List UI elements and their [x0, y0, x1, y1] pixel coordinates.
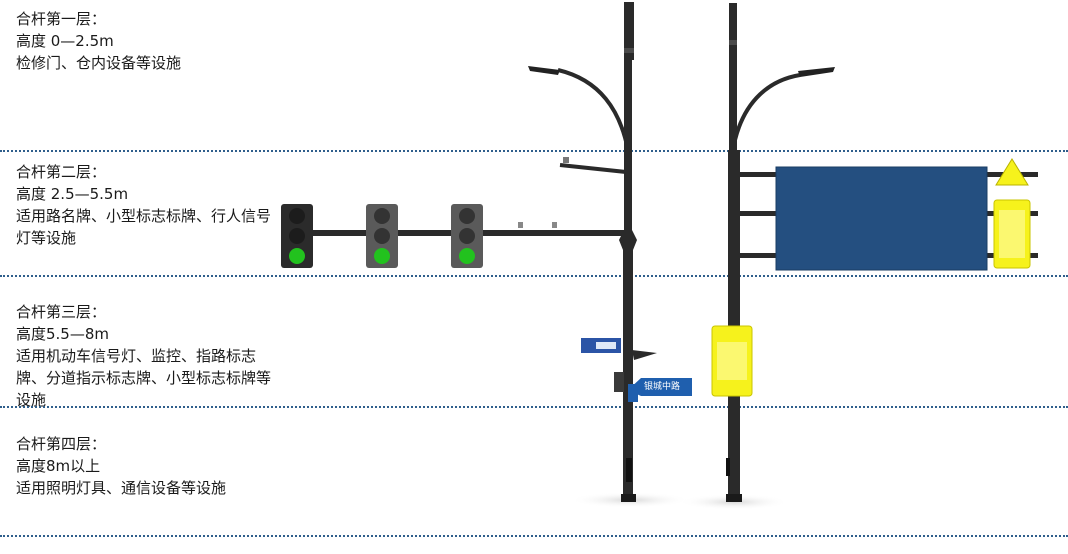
layer-3-title: 合杆第二层：: [16, 163, 107, 181]
pedestrian-signal: [614, 372, 624, 392]
warning-triangle-sign: [995, 158, 1029, 186]
layer-3-text: 合杆第二层： 高度 2.5—5.5m 适用路名牌、小型标志标牌、行人信号灯等设施: [16, 161, 271, 249]
layer-3-desc: 适用路名牌、小型标志标牌、行人信号灯等设施: [16, 207, 272, 247]
layer-1-desc: 适用照明灯具、通信设备等设施: [16, 479, 227, 497]
layer-4-text: 合杆第一层： 高度 0—2.5m 检修门、仓内设备等设施: [16, 8, 271, 74]
right-pole-base: [726, 494, 742, 502]
layer-4-desc: 检修门、仓内设备等设施: [16, 54, 182, 72]
layer-2-desc: 适用机动车信号灯、监控、指路标志牌、分道指示标志牌、小型标志标牌等设施: [16, 347, 272, 409]
right-pole-joint: [729, 40, 737, 45]
right-lamp-head: [798, 67, 835, 77]
right-lamp-arm: [733, 73, 801, 141]
small-blue-sign-text-area: [596, 342, 616, 349]
traffic-signal-2: [366, 204, 398, 268]
left-sensor-2: [552, 222, 557, 228]
left-pole-base: [621, 494, 636, 502]
street-name-text: 银城中路: [644, 380, 680, 392]
left-small-arm: [559, 163, 627, 174]
right-pole-shaft: [728, 3, 740, 500]
left-sensor-1: [518, 222, 523, 228]
left-lamp-head: [528, 66, 560, 75]
street-name-sign: 银城中路: [628, 378, 692, 402]
left-pole-joint: [624, 48, 634, 53]
layer-2-title: 合杆第三层：: [16, 303, 107, 321]
guide-sign-board: [775, 166, 988, 271]
arm-yellow-box-panel: [999, 210, 1025, 258]
left-access-door: [626, 458, 632, 482]
left-pole-shaft: [619, 2, 637, 500]
layer-3-height: 高度 2.5—5.5m: [16, 185, 129, 203]
right-pole: [679, 3, 1038, 510]
left-pole: 银城中路: [281, 2, 692, 508]
layer-1-height: 高度8m以上: [16, 457, 101, 475]
layer-2-height: 高度5.5—8m: [16, 325, 110, 343]
pedestrian-signal-bracket: [632, 350, 657, 360]
left-camera-icon: [563, 157, 569, 163]
divider-layer-3-4: [0, 150, 1068, 152]
layer-4-height: 高度 0—2.5m: [16, 32, 114, 50]
layer-4-title: 合杆第一层：: [16, 10, 107, 28]
layer-1-text: 合杆第四层： 高度8m以上 适用照明灯具、通信设备等设施: [16, 433, 271, 499]
pole-yellow-box-panel: [717, 342, 747, 380]
traffic-signal-1: [281, 204, 313, 268]
divider-ground: [0, 535, 1068, 537]
divider-layer-2-3: [0, 275, 1068, 277]
divider-layer-1-2: [0, 406, 1068, 408]
layer-2-text: 合杆第三层： 高度5.5—8m 适用机动车信号灯、监控、指路标志牌、分道指示标志…: [16, 301, 271, 411]
layer-1-title: 合杆第四层：: [16, 435, 107, 453]
traffic-signal-3: [451, 204, 483, 268]
left-lamp-arm: [557, 68, 630, 151]
right-access-door: [726, 458, 730, 476]
